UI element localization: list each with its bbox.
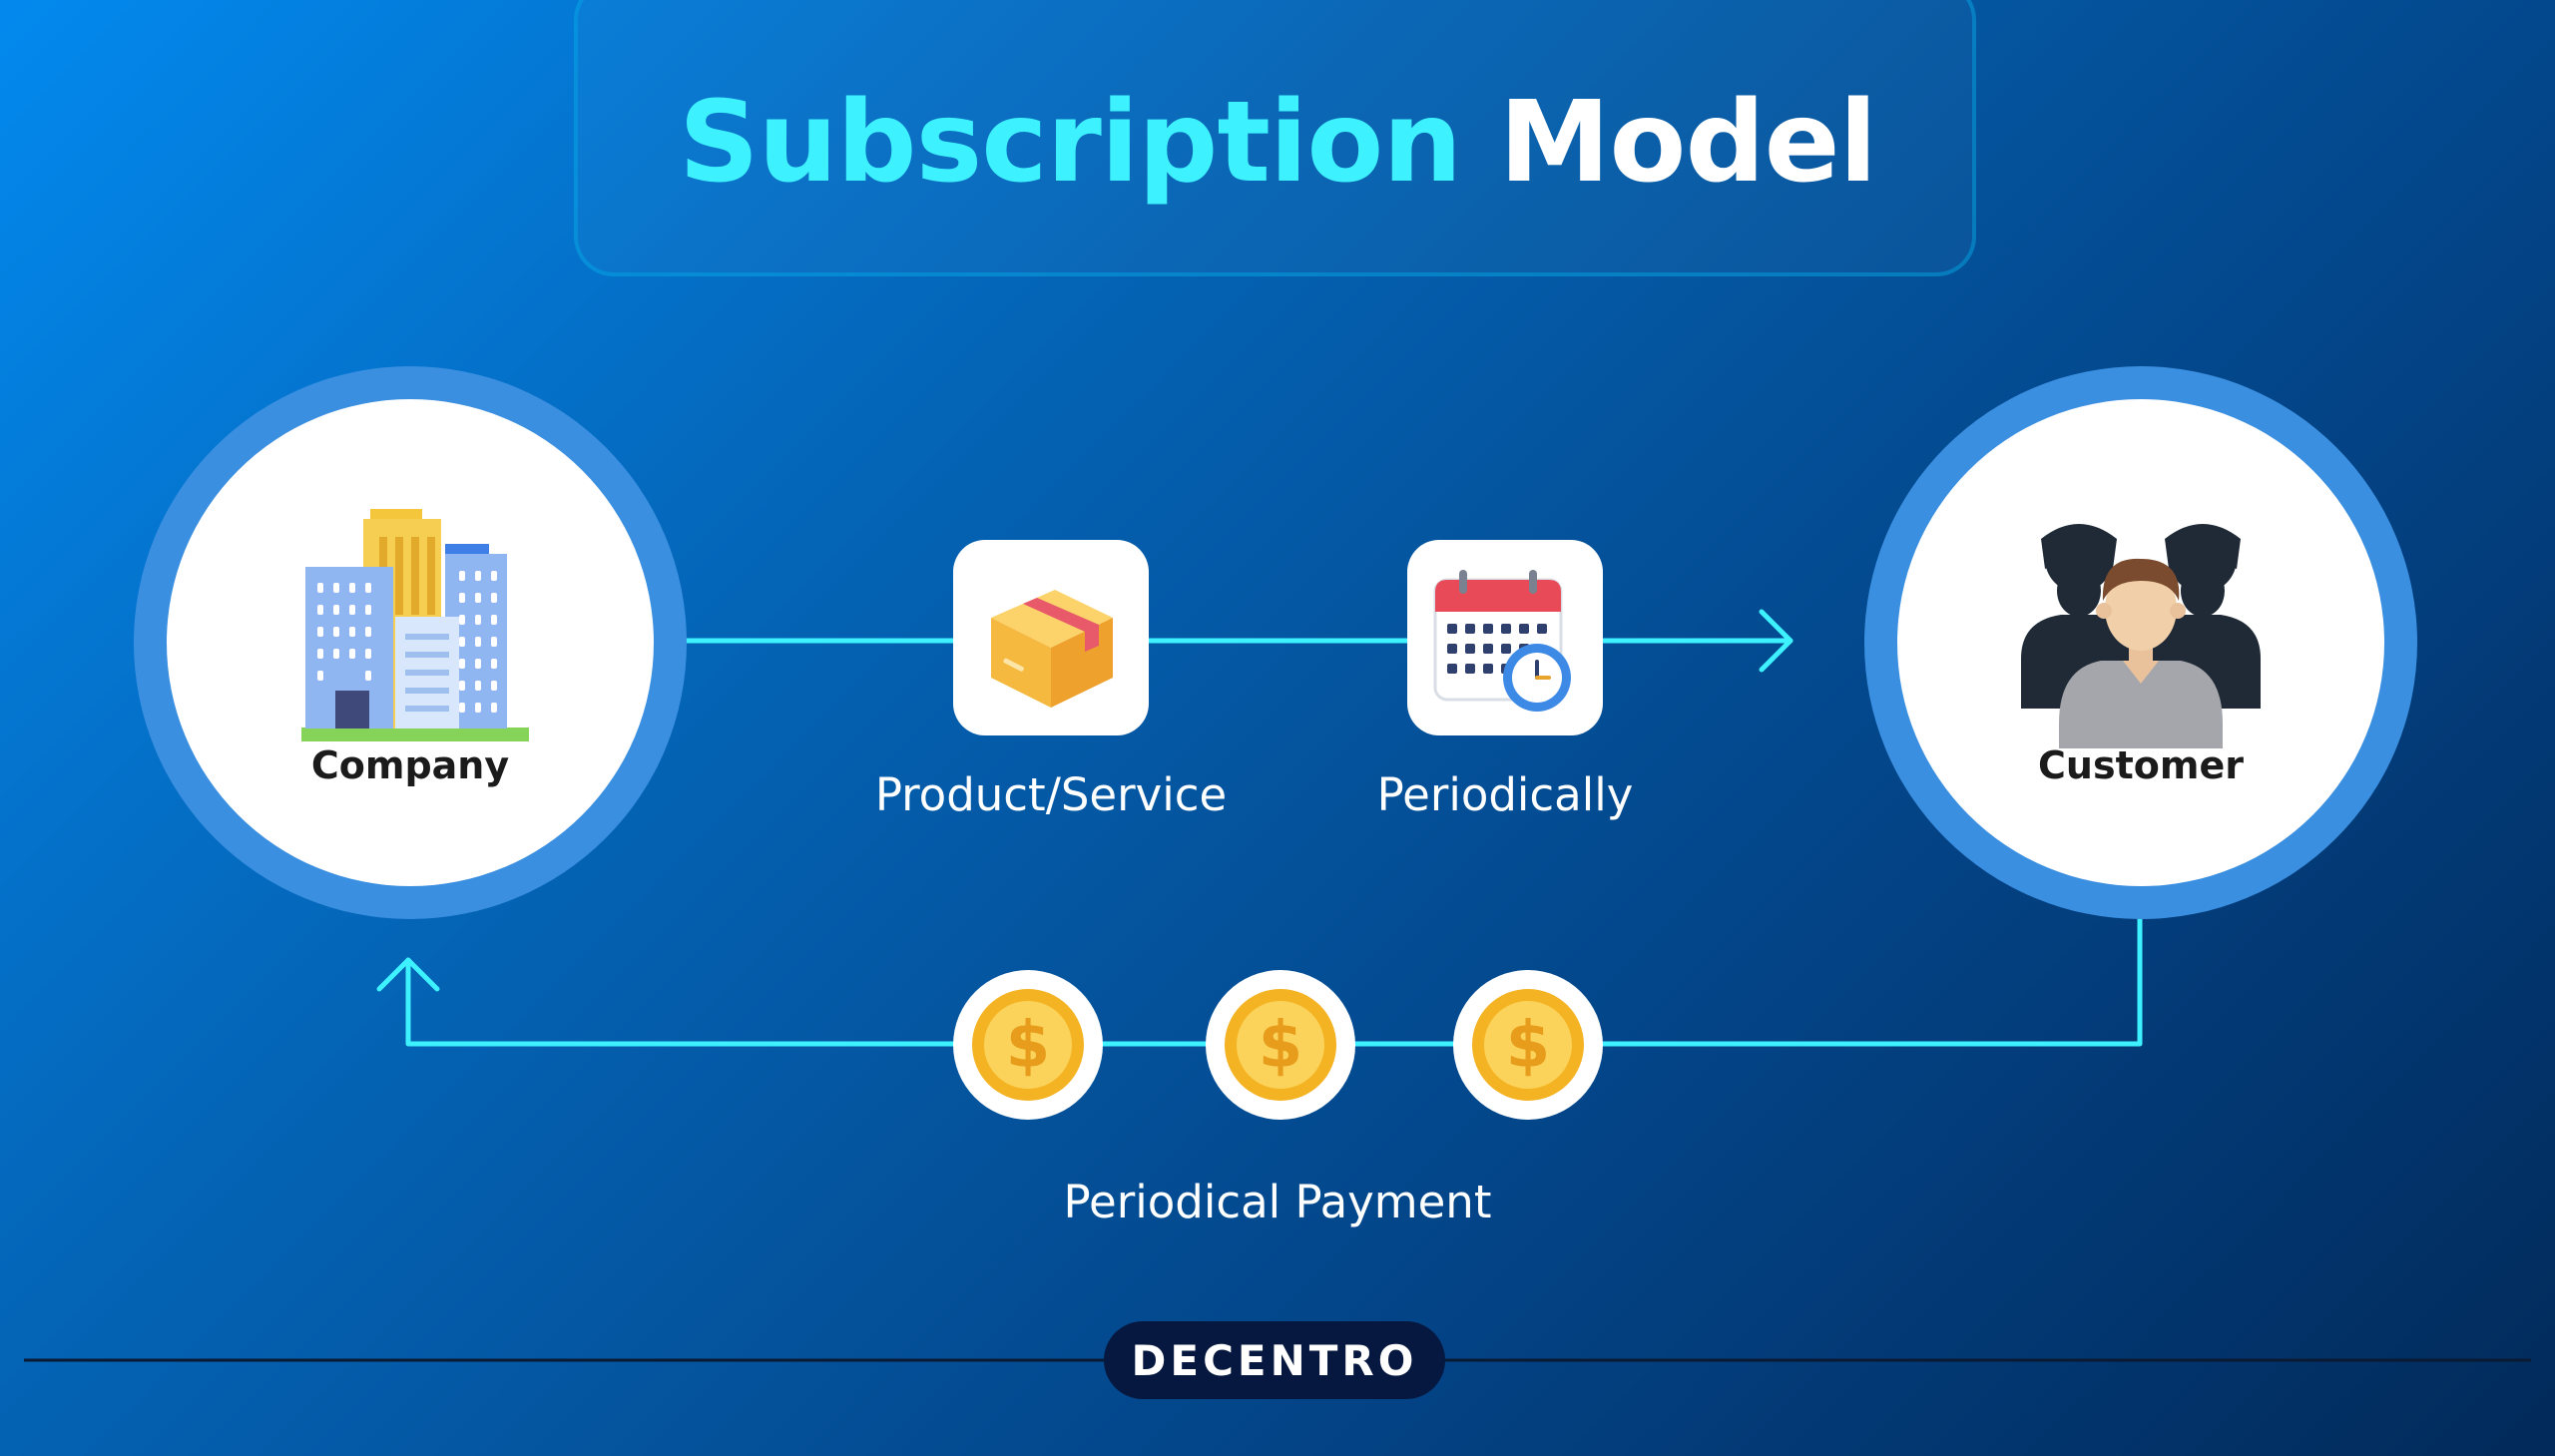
title-part-main: Model	[1499, 78, 1877, 208]
customer-node-inner	[1897, 399, 2384, 886]
periodically-tile	[1407, 540, 1603, 735]
brand-logo-text: DECENTRO	[1131, 1335, 1418, 1385]
forward-arrow-head	[1759, 609, 1793, 673]
periodically-label: Periodically	[1376, 768, 1634, 821]
company-label: Company	[310, 743, 510, 787]
svg-text:$: $	[1259, 1009, 1303, 1083]
payment-coin-2: $	[1206, 970, 1355, 1120]
product-service-label: Product/Service	[874, 768, 1228, 821]
svg-text:$: $	[1006, 1009, 1051, 1083]
dollar-coin-icon: $	[1472, 989, 1584, 1101]
company-node-inner	[167, 399, 654, 886]
brand-logo-badge: DECENTRO	[1104, 1321, 1445, 1399]
package-box-icon	[991, 590, 1113, 708]
title-frame	[574, 0, 1976, 276]
periodical-payment-label: Periodical Payment	[1063, 1176, 1492, 1228]
payment-coin-3: $	[1453, 970, 1603, 1120]
customer-node: Customer	[1864, 366, 2417, 919]
product-service-tile	[953, 540, 1149, 735]
payment-coin-1: $	[953, 970, 1103, 1120]
page-title: Subscription Model	[0, 78, 2555, 208]
dollar-coin-icon: $	[1225, 989, 1336, 1101]
customers-group-icon	[2021, 524, 2261, 748]
customer-label: Customer	[2038, 743, 2244, 787]
company-node: Company	[134, 366, 687, 919]
title-part-highlight: Subscription	[679, 78, 1462, 208]
calendar-clock-icon	[1433, 570, 1571, 712]
office-buildings-icon	[301, 509, 529, 741]
svg-text:$: $	[1506, 1009, 1551, 1083]
dollar-coin-icon: $	[972, 989, 1084, 1101]
return-arrow-head	[376, 957, 440, 992]
